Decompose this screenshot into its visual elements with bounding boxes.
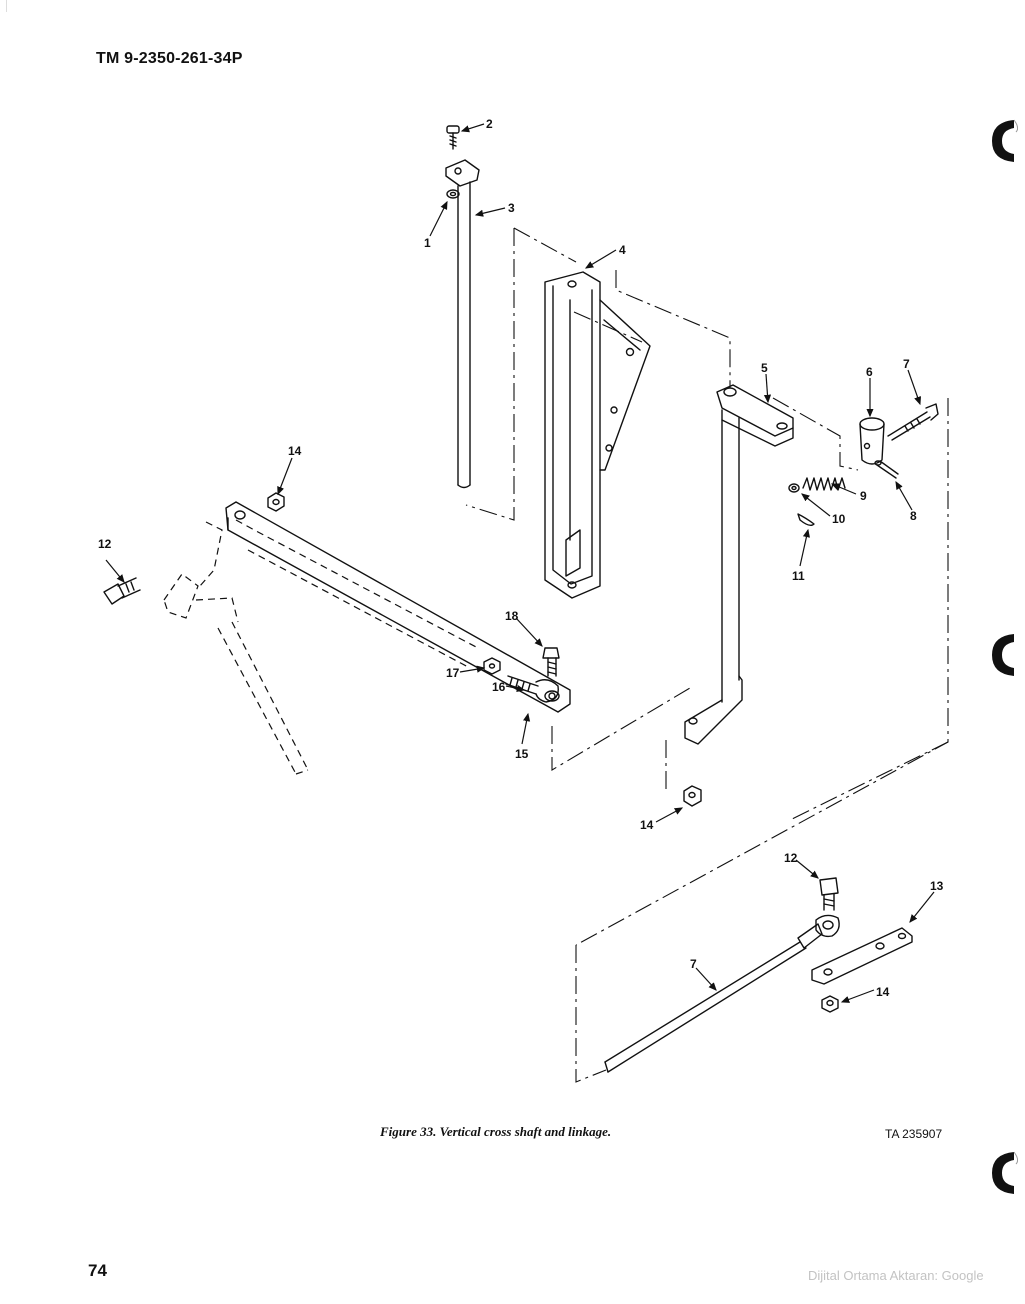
- callout-8: 8: [910, 509, 917, 523]
- part-bushing-6: [859, 417, 885, 465]
- part-bolt-12-left: [103, 577, 141, 605]
- callout-9: 9: [860, 489, 867, 503]
- binder-hole-icon: [992, 119, 1018, 162]
- callout-11: 11: [792, 569, 805, 583]
- callout-labels: 2 3 1 4 5 6 7 9 8 10 11 14 12 18 17 16 1…: [98, 117, 944, 999]
- callout-18: 18: [505, 609, 519, 623]
- digitization-watermark: Dijital Ortama Aktaran: Google: [808, 1268, 984, 1283]
- part-bolt-7-upper: [887, 403, 939, 441]
- callout-12-lower: 12: [784, 851, 798, 865]
- part-bracket-4: [544, 271, 651, 599]
- callout-3: 3: [508, 201, 515, 215]
- ta-number: TA 235907: [885, 1127, 943, 1141]
- scan-edge-mark: [6, 0, 7, 12]
- part-screw-2: [446, 125, 460, 150]
- part-spring-9: [802, 477, 846, 491]
- callout-1: 1: [424, 236, 431, 250]
- page-number: 74: [88, 1261, 107, 1280]
- callout-5: 5: [761, 361, 768, 375]
- part-linkage-bar-15: [225, 501, 571, 713]
- callout-7-lower: 7: [690, 957, 697, 971]
- part-nut-14-bottom: [821, 995, 839, 1013]
- part-rod-3: [445, 159, 480, 489]
- binder-hole-icon: [992, 634, 1014, 676]
- callout-16: 16: [492, 680, 506, 694]
- callout-17: 17: [446, 666, 460, 680]
- part-cable-7-lower: [604, 914, 840, 1073]
- part-bolt-18: [542, 647, 560, 677]
- part-washer-10: [788, 483, 800, 493]
- callout-12-left: 12: [98, 537, 112, 551]
- callout-14-bottom: 14: [876, 985, 890, 999]
- callout-13: 13: [930, 879, 944, 893]
- phantom-centerlines: [465, 227, 949, 1083]
- callout-2: 2: [486, 117, 493, 131]
- tm-number-header: TM 9-2350-261-34P: [96, 50, 243, 67]
- callout-10: 10: [832, 512, 846, 526]
- callout-15: 15: [515, 747, 529, 761]
- part-bolt-12-lower: [819, 877, 839, 911]
- callout-4: 4: [619, 243, 626, 257]
- part-cross-shaft-5: [684, 384, 794, 745]
- binder-hole-icon: [992, 1151, 1018, 1194]
- callout-7-upper: 7: [903, 357, 910, 371]
- part-clip-11: [797, 513, 815, 527]
- callout-14-left: 14: [288, 444, 302, 458]
- part-nut-14-lower: [683, 785, 702, 807]
- part-nut-17: [483, 657, 501, 675]
- callout-6: 6: [866, 365, 873, 379]
- phantom-lever-assembly: [163, 519, 479, 775]
- leader-lines: [105, 123, 935, 1003]
- part-strap-13: [811, 927, 913, 985]
- part-nut-14-left: [267, 492, 285, 512]
- callout-14-lower: 14: [640, 818, 654, 832]
- figure-caption: Figure 33. Vertical cross shaft and link…: [380, 1124, 612, 1139]
- part-washer-1: [446, 189, 460, 199]
- part-cotter-pin-8: [874, 460, 899, 479]
